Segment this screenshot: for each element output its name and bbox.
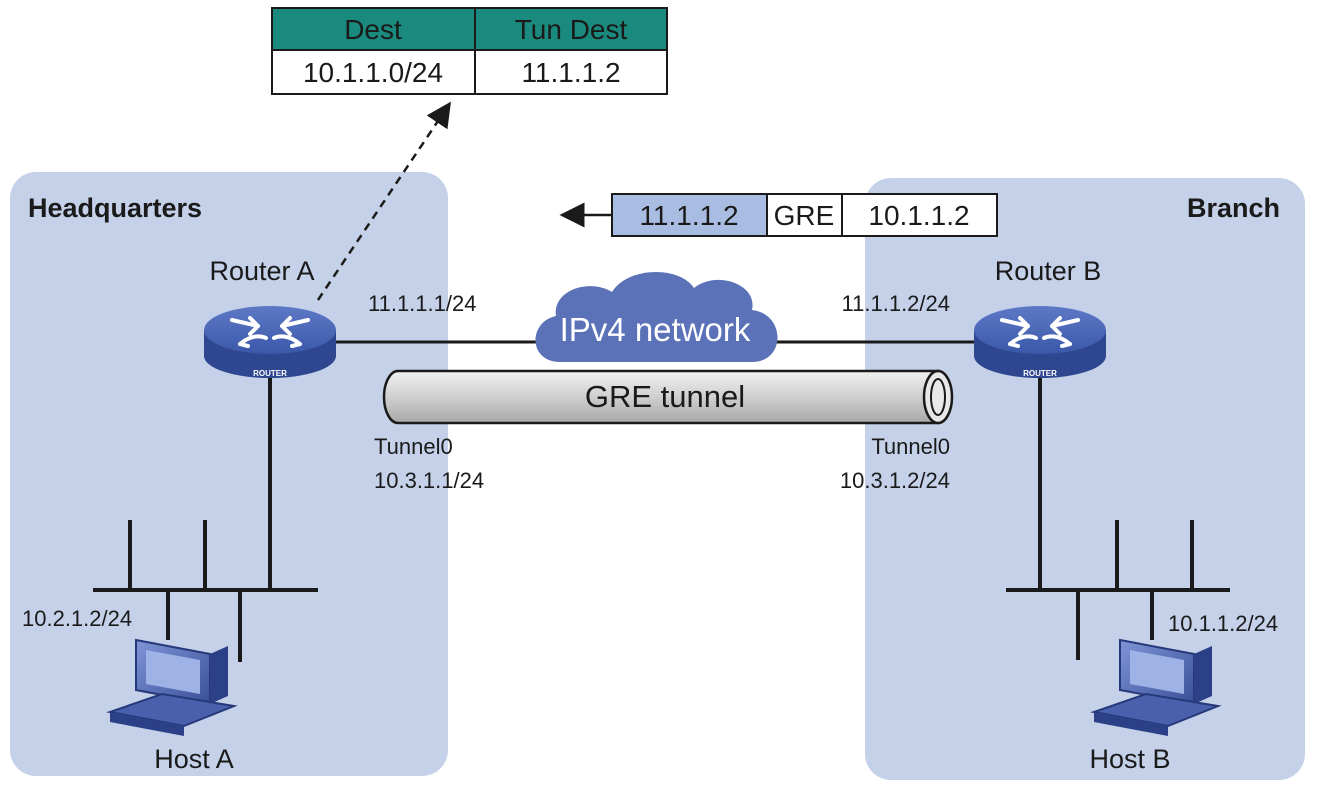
route-table-pointer [316,101,451,301]
host-b-label: Host B [1089,744,1170,774]
packet-gre-header: GRE [774,200,835,231]
host-a-icon [106,638,238,736]
host-a-ip: 10.2.1.2/24 [22,606,132,631]
router-a-tunnel-ip: 10.3.1.1/24 [374,468,484,493]
router-b-badge: ROUTER [1023,369,1057,378]
router-b-wan-ip: 11.1.1.2/24 [842,291,950,316]
route-table-header-dest: Dest [344,14,402,45]
route-table-header-tun-dest: Tun Dest [515,14,628,45]
host-b-ip: 10.1.1.2/24 [1168,611,1278,636]
ipv4-network-cloud: IPv4 network [535,271,778,362]
route-table-cell-tun-dest: 11.1.1.2 [521,57,620,88]
router-b-tunnel-ip: 10.3.1.2/24 [840,468,950,493]
gre-tunnel: GRE tunnel [382,369,954,425]
route-table: Dest Tun Dest 10.1.1.0/24 11.1.1.2 [271,7,668,95]
tunnel-label: GRE tunnel [585,379,745,414]
route-table-cell-dest: 10.1.1.0/24 [303,57,443,88]
headquarters-region [10,172,448,776]
headquarters-lan [93,378,318,662]
router-b-label: Router B [995,256,1102,286]
gre-packet: 11.1.1.2 GRE 10.1.1.2 [559,193,998,237]
host-b-icon [1090,638,1222,736]
packet-outer-ip: 11.1.1.2 [639,200,738,231]
router-b-tunnel-name: Tunnel0 [871,434,950,459]
router-a-badge: ROUTER [253,369,287,378]
router-a-wan-ip: 11.1.1.1/24 [368,291,476,316]
host-a-label: Host A [154,744,234,774]
branch-title: Branch [1187,193,1280,223]
router-b-icon: ROUTER [974,306,1106,378]
cloud-label: IPv4 network [560,311,751,348]
router-a-label: Router A [209,256,314,286]
branch-lan [1006,378,1230,660]
router-a-icon: ROUTER [204,306,336,378]
headquarters-title: Headquarters [28,193,202,223]
packet-inner-ip: 10.1.1.2 [868,200,969,231]
router-a-tunnel-name: Tunnel0 [374,434,453,459]
